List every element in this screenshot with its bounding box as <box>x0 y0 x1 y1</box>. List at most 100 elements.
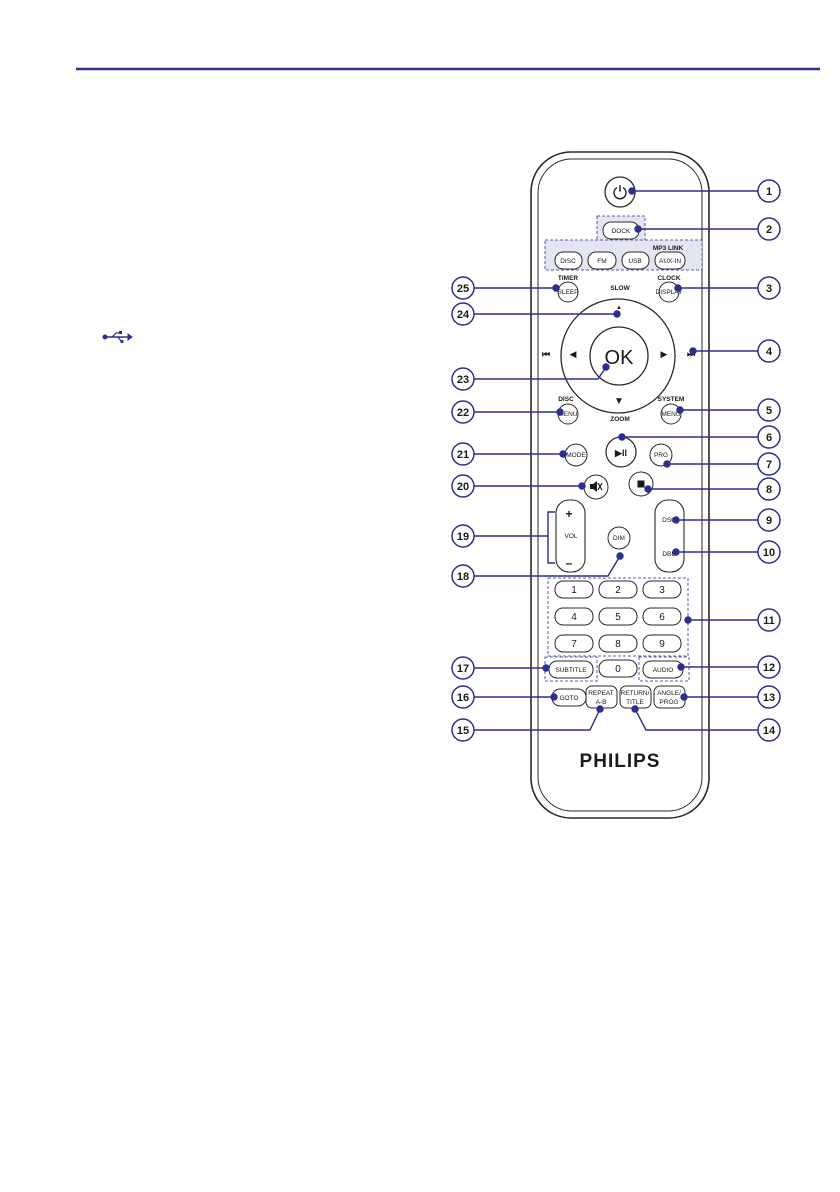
svg-text:RETURN/: RETURN/ <box>621 690 650 697</box>
callout-3: 3 <box>758 277 780 299</box>
digit-button-0[interactable]: 0 <box>599 660 637 677</box>
svg-text:GOTO: GOTO <box>559 695 578 702</box>
callout-17: 17 <box>452 657 474 679</box>
callout-8: 8 <box>758 478 780 500</box>
svg-text:3: 3 <box>766 283 772 295</box>
previous-icon[interactable]: ⏮ <box>542 349 550 359</box>
audio-button[interactable]: AUDIO <box>643 661 683 678</box>
dsc-dbb-rocker[interactable]: DSC DBB <box>655 500 684 572</box>
subtitle-button[interactable]: SUBTITLE <box>549 661 593 678</box>
svg-text:17: 17 <box>457 663 469 675</box>
digit-button-7[interactable]: 7 <box>555 635 593 652</box>
callout-18: 18 <box>452 565 474 587</box>
svg-text:5: 5 <box>615 612 621 623</box>
svg-text:8: 8 <box>766 484 772 496</box>
digit-button-2[interactable]: 2 <box>599 581 637 598</box>
svg-text:9: 9 <box>766 515 772 527</box>
down-arrow-icon[interactable]: ▼ <box>614 396 624 407</box>
svg-text:4: 4 <box>766 346 773 358</box>
svg-text:2: 2 <box>615 585 621 596</box>
digit-button-4[interactable]: 4 <box>555 608 593 625</box>
svg-text:6: 6 <box>766 432 772 444</box>
svg-text:19: 19 <box>457 531 469 543</box>
volume-up-icon: + <box>565 507 572 521</box>
callout-4: 4 <box>758 340 780 362</box>
callout-16: 16 <box>452 686 474 708</box>
digit-button-5[interactable]: 5 <box>599 608 637 625</box>
power-icon: ⏻ <box>613 183 627 203</box>
svg-text:DIM: DIM <box>613 535 625 542</box>
callout-21: 21 <box>452 443 474 465</box>
up-arrow-icon[interactable]: ▲ <box>616 305 622 311</box>
svg-text:25: 25 <box>457 283 469 295</box>
disc-source-button[interactable]: DISC <box>555 252 582 269</box>
left-arrow-icon[interactable]: ◀ <box>570 349 577 359</box>
mp3-link-label: MP3 LINK <box>653 245 684 252</box>
svg-text:10: 10 <box>763 547 775 559</box>
mute-button[interactable] <box>584 475 608 499</box>
callout-2: 2 <box>758 218 780 240</box>
callout-15: 15 <box>452 719 474 741</box>
svg-text:DISC: DISC <box>560 258 576 265</box>
usb-button[interactable]: USB <box>622 252 649 269</box>
digit-button-3[interactable]: 3 <box>643 581 681 598</box>
svg-text:9: 9 <box>659 639 665 650</box>
svg-text:SLEEP: SLEEP <box>558 289 579 296</box>
callout-10: 10 <box>758 541 780 563</box>
callout-11: 11 <box>758 609 780 631</box>
callout-23: 23 <box>452 368 474 390</box>
volume-label: VOL <box>564 533 577 540</box>
svg-text:8: 8 <box>615 639 621 650</box>
svg-text:21: 21 <box>457 449 469 461</box>
svg-text:FM: FM <box>597 258 606 265</box>
svg-text:13: 13 <box>763 692 775 704</box>
svg-text:3: 3 <box>659 585 665 596</box>
right-arrow-icon[interactable]: ▶ <box>661 349 668 359</box>
svg-text:7: 7 <box>766 459 772 471</box>
callout-5: 5 <box>758 399 780 421</box>
svg-text:ANGLE/: ANGLE/ <box>657 690 681 697</box>
callout-1: 1 <box>758 180 780 202</box>
dock-button[interactable]: DOCK <box>603 222 639 239</box>
callout-19: 19 <box>452 525 474 547</box>
sleep-button[interactable]: SLEEP <box>558 282 579 302</box>
svg-text:5: 5 <box>766 405 772 417</box>
svg-text:16: 16 <box>457 692 469 704</box>
svg-text:15: 15 <box>457 725 469 737</box>
fm-button[interactable]: FM <box>588 252 616 269</box>
svg-text:6: 6 <box>659 612 665 623</box>
callout-13: 13 <box>758 686 780 708</box>
svg-text:1: 1 <box>766 186 772 198</box>
callout-25: 25 <box>452 277 474 299</box>
digit-button-8[interactable]: 8 <box>599 635 637 652</box>
callout-6: 6 <box>758 426 780 448</box>
clock-label: CLOCK <box>657 275 680 282</box>
svg-text:SUBTITLE: SUBTITLE <box>555 667 587 674</box>
callout-7: 7 <box>758 453 780 475</box>
ok-button[interactable]: OK <box>590 327 648 385</box>
svg-text:PRG: PRG <box>654 452 668 459</box>
play-pause-button[interactable]: ▶II <box>606 437 636 467</box>
mode-button[interactable]: MODE <box>565 444 587 466</box>
digit-button-9[interactable]: 9 <box>643 635 681 652</box>
svg-text:24: 24 <box>457 309 470 321</box>
callout-20: 20 <box>452 475 474 497</box>
digit-button-1[interactable]: 1 <box>555 581 593 598</box>
svg-text:PROG: PROG <box>659 699 678 706</box>
digit-button-6[interactable]: 6 <box>643 608 681 625</box>
disc-menu-label: DISC <box>558 396 574 403</box>
callout-9: 9 <box>758 509 780 531</box>
repeat-ab-button[interactable]: REPEAT A-B <box>586 686 617 708</box>
svg-text:MODE: MODE <box>566 452 586 459</box>
usb-icon <box>103 331 132 343</box>
svg-text:REPEAT: REPEAT <box>588 690 614 697</box>
aux-in-button[interactable]: AUX-IN <box>655 252 685 269</box>
svg-text:1: 1 <box>571 585 577 596</box>
svg-text:▶II: ▶II <box>614 448 627 458</box>
volume-rocker[interactable]: + VOL – <box>556 500 585 572</box>
return-title-button[interactable]: RETURN/ TITLE <box>620 686 651 708</box>
slow-label: SLOW <box>610 285 630 292</box>
svg-text:22: 22 <box>457 407 469 419</box>
dim-button[interactable]: DIM <box>608 527 630 549</box>
